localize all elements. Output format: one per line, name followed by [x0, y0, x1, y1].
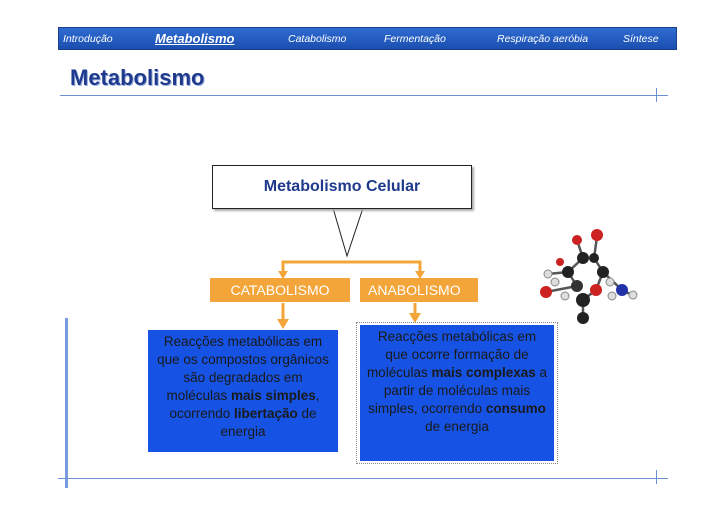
- nav-item-respiracao-aerobia[interactable]: Respiração aeróbia: [497, 33, 589, 45]
- bracket-connector: [281, 260, 422, 274]
- arrow-to-catabolismo: [278, 271, 288, 279]
- catabolismo-label: CATABOLISMO: [230, 282, 330, 298]
- nav-item-metabolismo[interactable]: Metabolismo: [155, 31, 235, 46]
- frame-tick-bottom-right: [656, 470, 657, 484]
- top-nav-bar: Introdução Metabolismo Catabolismo Ferme…: [58, 27, 677, 50]
- catabolismo-desc-text-3: de energia: [220, 406, 317, 439]
- catabolismo-desc-text-2: , ocorrendo: [169, 388, 320, 421]
- catabolismo-desc-bold-1: mais simples: [230, 388, 316, 403]
- nav-item-introducao[interactable]: Introdução: [63, 33, 113, 45]
- frame-line-top: [60, 95, 668, 96]
- anabolismo-selection-frame: [356, 322, 558, 464]
- catabolismo-desc-text-1: Reacções metabólicas em que os compostos…: [157, 334, 329, 403]
- anabolismo-desc-bold-2: consumo: [485, 401, 546, 416]
- nav-item-fermentacao[interactable]: Fermentação: [384, 33, 446, 45]
- anabolismo-description: Reacções metabólicas em que ocorre forma…: [360, 325, 554, 461]
- nav-item-catabolismo[interactable]: Catabolismo: [288, 33, 347, 45]
- anabolismo-label: ANABOLISMO: [368, 282, 461, 298]
- arrowhead-left: [277, 319, 289, 329]
- molecule-illustration: [540, 229, 638, 324]
- anabolismo-desc-text-1: Reacções metabólicas em que ocorre forma…: [366, 329, 537, 380]
- frame-tick-top-right: [656, 88, 657, 102]
- callout-pointer: [332, 207, 364, 258]
- nav-item-sintese[interactable]: Síntese: [623, 33, 659, 45]
- frame-line-left: [65, 318, 68, 488]
- root-concept-box: Metabolismo Celular: [212, 165, 472, 209]
- frame-line-bottom: [58, 478, 668, 479]
- anabolismo-desc-text-3: de energia: [425, 419, 489, 434]
- anabolismo-desc-text-2: a partir de moléculas mais simples, ocor…: [368, 365, 548, 416]
- arrowhead-right: [409, 313, 421, 323]
- arrow-to-anabolismo: [415, 271, 425, 279]
- anabolismo-desc-bold-1: mais complexas: [431, 365, 536, 380]
- catabolismo-description: Reacções metabólicas em que os compostos…: [148, 330, 338, 452]
- catabolismo-desc-bold-2: libertação: [233, 406, 298, 421]
- catabolismo-tag: CATABOLISMO: [210, 278, 350, 302]
- page-title: Metabolismo: [70, 65, 205, 90]
- root-concept-label: Metabolismo Celular: [263, 178, 421, 195]
- anabolismo-tag: ANABOLISMO: [360, 278, 478, 302]
